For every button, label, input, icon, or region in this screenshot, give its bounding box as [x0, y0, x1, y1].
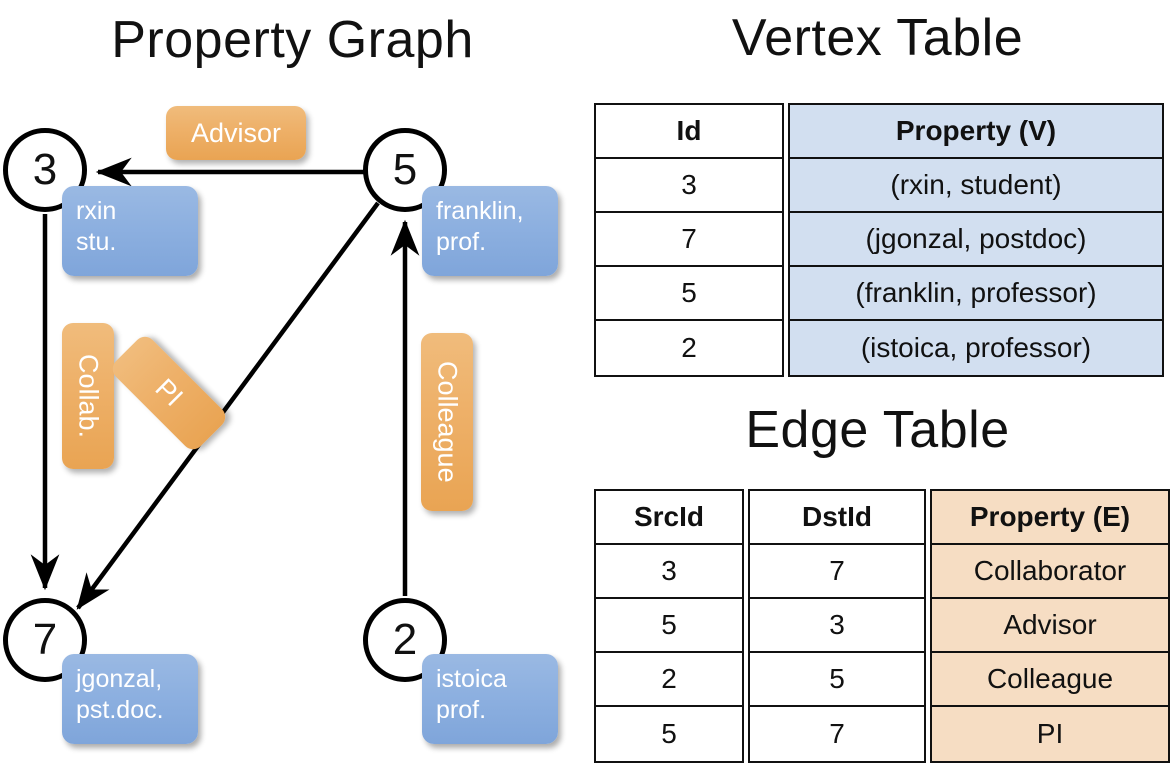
vertex-table-id-column: Id 3 7 5 2 — [594, 103, 784, 377]
edge-table-header-property: Property (E) — [932, 491, 1168, 545]
edge-table: SrcId 3 5 2 5 DstId 7 3 5 7 Property (E)… — [594, 489, 1170, 763]
vertex-table-cell-id: 7 — [596, 213, 782, 267]
node-property-line: prof. — [436, 696, 487, 724]
node-property-line: rxin — [76, 197, 117, 225]
graph-edges-svg — [30, 157, 420, 610]
edge-table-cell-dstid: 7 — [750, 707, 924, 761]
vertex-table-cell-property: (rxin, student) — [790, 159, 1162, 213]
edge-table-cell-property: PI — [932, 707, 1168, 761]
page-title-vertex-table: Vertex Table — [731, 9, 1024, 67]
graph-node-5[interactable]: 5 — [363, 128, 447, 212]
edge-table-srcid-column: SrcId 3 5 2 5 — [594, 489, 744, 763]
graph-node-2[interactable]: 2 — [363, 598, 447, 682]
node-property-box-rxin: rxin stu. — [62, 186, 198, 276]
node-property-line: stu. — [76, 228, 117, 256]
node-property-box-jgonzal: jgonzal, pst.doc. — [62, 654, 198, 744]
node-property-line: franklin, — [436, 197, 524, 225]
node-property-box-istoica: istoica prof. — [422, 654, 558, 744]
vertex-table-header-id: Id — [596, 105, 782, 159]
edge-5-to-7 — [76, 201, 380, 610]
edge-table-dstid-column: DstId 7 3 5 7 — [748, 489, 926, 763]
edge-table-property-column: Property (E) Collaborator Advisor Collea… — [930, 489, 1170, 763]
edge-table-cell-dstid: 5 — [750, 653, 924, 707]
edge-table-cell-property: Colleague — [932, 653, 1168, 707]
vertex-table-cell-id: 3 — [596, 159, 782, 213]
edge-table-cell-srcid: 2 — [596, 653, 742, 707]
vertex-table-cell-property: (franklin, professor) — [790, 267, 1162, 321]
edge-label-advisor: Advisor — [166, 106, 306, 160]
edge-table-cell-dstid: 3 — [750, 599, 924, 653]
vertex-table-cell-property: (jgonzal, postdoc) — [790, 213, 1162, 267]
node-property-line: jgonzal, — [76, 665, 163, 693]
node-property-line: prof. — [436, 228, 487, 256]
page-title-edge-table: Edge Table — [745, 401, 1010, 459]
edge-table-header-srcid: SrcId — [596, 491, 742, 545]
vertex-table-cell-property: (istoica, professor) — [790, 321, 1162, 375]
edge-table-header-dstid: DstId — [750, 491, 924, 545]
node-property-box-franklin: franklin, prof. — [422, 186, 558, 276]
edge-table-cell-property: Advisor — [932, 599, 1168, 653]
edge-table-cell-property: Collaborator — [932, 545, 1168, 599]
edge-label-pi-text: PI — [149, 373, 189, 413]
edge-label-colleague: Colleague — [421, 333, 473, 511]
edge-label-collab: Collab. — [62, 323, 114, 469]
vertex-table: Id 3 7 5 2 Property (V) (rxin, student) … — [594, 103, 1164, 377]
edge-table-cell-srcid: 5 — [596, 599, 742, 653]
vertex-table-property-column: Property (V) (rxin, student) (jgonzal, p… — [788, 103, 1164, 377]
node-property-line: pst.doc. — [76, 696, 164, 724]
edge-table-cell-srcid: 5 — [596, 707, 742, 761]
vertex-table-cell-id: 5 — [596, 267, 782, 321]
vertex-table-cell-id: 2 — [596, 321, 782, 375]
page-title-property-graph: Property Graph — [111, 11, 474, 69]
property-graph-diagram: 3 5 7 2 rxin stu. franklin, prof. jgonza… — [0, 0, 585, 760]
vertex-table-header-property: Property (V) — [790, 105, 1162, 159]
node-property-line: istoica — [436, 665, 507, 693]
edge-table-cell-srcid: 3 — [596, 545, 742, 599]
edge-table-cell-dstid: 7 — [750, 545, 924, 599]
